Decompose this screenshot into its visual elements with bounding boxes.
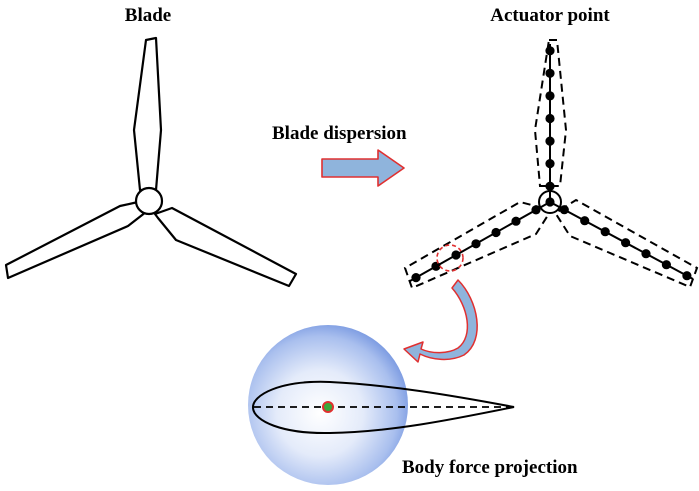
actuator-point-top-4 bbox=[545, 113, 555, 124]
actuator-point-hub bbox=[545, 197, 555, 207]
actuator-point-top-6 bbox=[545, 68, 555, 78]
dashed-blade-right bbox=[554, 198, 699, 289]
dispersion-arrow bbox=[321, 149, 405, 187]
actuator-point-right-3 bbox=[600, 227, 610, 237]
dashed-blade-top bbox=[533, 39, 568, 187]
hub bbox=[134, 186, 164, 216]
actuator-point-top-2 bbox=[545, 159, 555, 169]
body-force-projection-label: Body force projection bbox=[402, 457, 578, 478]
actuator-point-right-5 bbox=[641, 249, 651, 259]
blade-left bbox=[4, 200, 148, 280]
actuator-point-right-1 bbox=[559, 205, 569, 215]
actuator-point-right-6 bbox=[661, 260, 672, 270]
blade-dispersion-label: Blade dispersion bbox=[272, 123, 407, 144]
actuator-point-left-4 bbox=[471, 239, 481, 249]
blade-right bbox=[153, 206, 298, 288]
actuator-point-top-7 bbox=[545, 46, 555, 56]
blade-title: Blade bbox=[125, 5, 171, 26]
actuator-point-left-1 bbox=[531, 205, 541, 215]
blade-rotor-outline bbox=[4, 36, 298, 288]
actuator-point-top-5 bbox=[545, 91, 555, 101]
actuator-point-left-3 bbox=[491, 227, 501, 238]
actuator-line-left bbox=[409, 201, 551, 282]
actuator-line-right bbox=[549, 201, 694, 280]
actuator-point-title: Actuator point bbox=[490, 5, 610, 26]
actuator-point-right-2 bbox=[580, 216, 590, 226]
highlight-circle bbox=[436, 244, 464, 272]
curved-arrow bbox=[403, 279, 478, 363]
actuator-point-top-3 bbox=[545, 136, 555, 146]
actuator-point-right-7 bbox=[682, 271, 692, 281]
blade-top bbox=[132, 36, 163, 192]
actuator-point-left-7 bbox=[411, 273, 421, 283]
actuator-center-point bbox=[322, 401, 334, 413]
actuator-point-left-6 bbox=[431, 261, 441, 271]
actuator-point-top-1 bbox=[545, 181, 555, 191]
actuator-point-left-2 bbox=[511, 216, 521, 226]
actuator-point-right-4 bbox=[621, 238, 631, 248]
body-force-sphere bbox=[248, 325, 515, 485]
actuator-point-left-5 bbox=[451, 250, 461, 260]
actuator-rotor bbox=[403, 39, 699, 290]
airfoil-section bbox=[251, 380, 515, 435]
